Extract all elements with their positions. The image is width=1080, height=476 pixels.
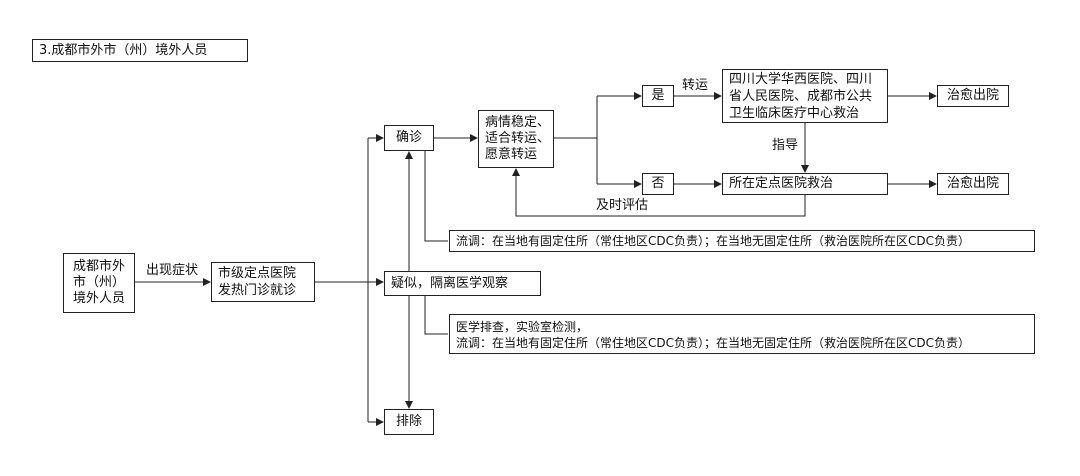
local-hospital-node: 所在定点医院救治	[722, 173, 888, 195]
confirmed-note: 流调：在当地有固定住所（常住地区CDC负责）；在当地无固定住所（救治医院所在区C…	[449, 230, 1035, 252]
clinic-node: 市级定点医院 发热门诊就诊	[211, 262, 315, 302]
origin-node: 成都市外 市（州） 境外人员	[63, 253, 135, 313]
discharge-node-1: 治愈出院	[937, 85, 1009, 107]
edge-label-guide: 指导	[772, 138, 799, 153]
suspected-note: 医学排查，实验室检测， 流调：在当地有固定住所（常住地区CDC负责）；在当地无固…	[449, 314, 1035, 354]
edge-confirmed-note	[424, 151, 448, 242]
suspected-node: 疑似，隔离医学观察	[384, 271, 541, 296]
diagram-title: 3.成都市外市（州）境外人员	[32, 39, 248, 62]
no-node: 否	[642, 173, 674, 195]
edge-label-transfer: 转运	[682, 78, 709, 93]
big-hospitals-node: 四川大学华西医院、四川 省人民医院、成都市公共 卫生临床医疗中心救治	[722, 69, 888, 123]
edge-evaluate	[512, 168, 806, 217]
edge-label-symptoms: 出现症状	[146, 263, 199, 278]
excluded-node: 排除	[384, 409, 434, 435]
discharge-node-2: 治愈出院	[937, 173, 1009, 195]
stable-node: 病情稳定、 适合转运、 愿意转运	[478, 110, 554, 168]
edge-suspected-note	[424, 296, 448, 335]
edge-label-evaluate: 及时评估	[596, 198, 649, 213]
confirmed-node: 确诊	[384, 125, 434, 151]
yes-node: 是	[642, 85, 674, 107]
